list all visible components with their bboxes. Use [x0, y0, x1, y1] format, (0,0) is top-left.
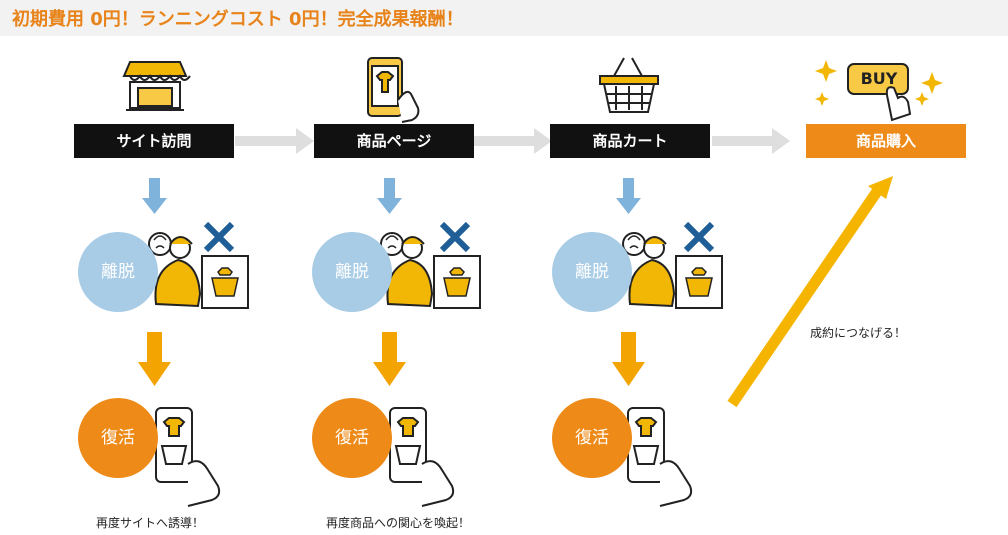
recover-arrows	[138, 332, 645, 386]
conversion-note: 成約につなげる！	[810, 326, 907, 340]
banner-title: 初期費用 0円！ランニングコスト 0円！完全成果報酬！	[12, 9, 464, 30]
exit-person-2	[380, 221, 481, 309]
exit-circle-2: 離脱	[312, 232, 392, 312]
buy-icon	[815, 60, 943, 122]
exit-arrow-2	[377, 178, 402, 214]
exit-circle-3: 離脱	[552, 232, 632, 312]
header-banner: 初期費用 0円！ランニングコスト 0円！完全成果報酬！	[0, 0, 1008, 36]
shop-icon	[122, 61, 191, 111]
step-product-cart: 商品カート	[550, 124, 710, 158]
exit-circle-1: 離脱	[78, 232, 158, 312]
caption-product-interest: 再度商品への関心を喚起！	[326, 516, 471, 530]
recover-arrow-2	[373, 332, 406, 386]
exit-arrow-1	[142, 178, 167, 214]
recover-circle-3: 復活	[552, 398, 632, 478]
conversion-arrow	[727, 176, 893, 408]
recover-arrow-1	[138, 332, 171, 386]
phone-shirt-icon	[367, 57, 420, 123]
recover-phone-3	[627, 407, 693, 507]
step-product-page: 商品ページ	[314, 124, 474, 158]
step-purchase: 商品購入	[806, 124, 966, 158]
exit-person-1	[148, 221, 249, 309]
step-arrow-3	[712, 128, 790, 154]
x-mark-icon	[683, 221, 715, 253]
recover-phone-1	[155, 407, 221, 507]
step-site-visit: サイト訪問	[74, 124, 234, 158]
step-arrow-1	[235, 128, 314, 154]
exit-arrows	[142, 178, 641, 214]
recover-circle-1: 復活	[78, 398, 158, 478]
buy-badge-text: BUY	[860, 69, 898, 88]
basket-icon	[599, 57, 659, 113]
exit-person-3	[622, 221, 723, 309]
step-arrows	[235, 128, 790, 154]
x-mark-icon	[439, 221, 471, 253]
step-arrow-2	[474, 128, 552, 154]
recover-phone-2	[389, 407, 455, 507]
x-mark-icon	[203, 221, 235, 253]
recover-arrow-3	[612, 332, 645, 386]
recover-circle-2: 復活	[312, 398, 392, 478]
exit-arrow-3	[616, 178, 641, 214]
caption-site-redirect: 再度サイトへ誘導！	[96, 516, 205, 530]
